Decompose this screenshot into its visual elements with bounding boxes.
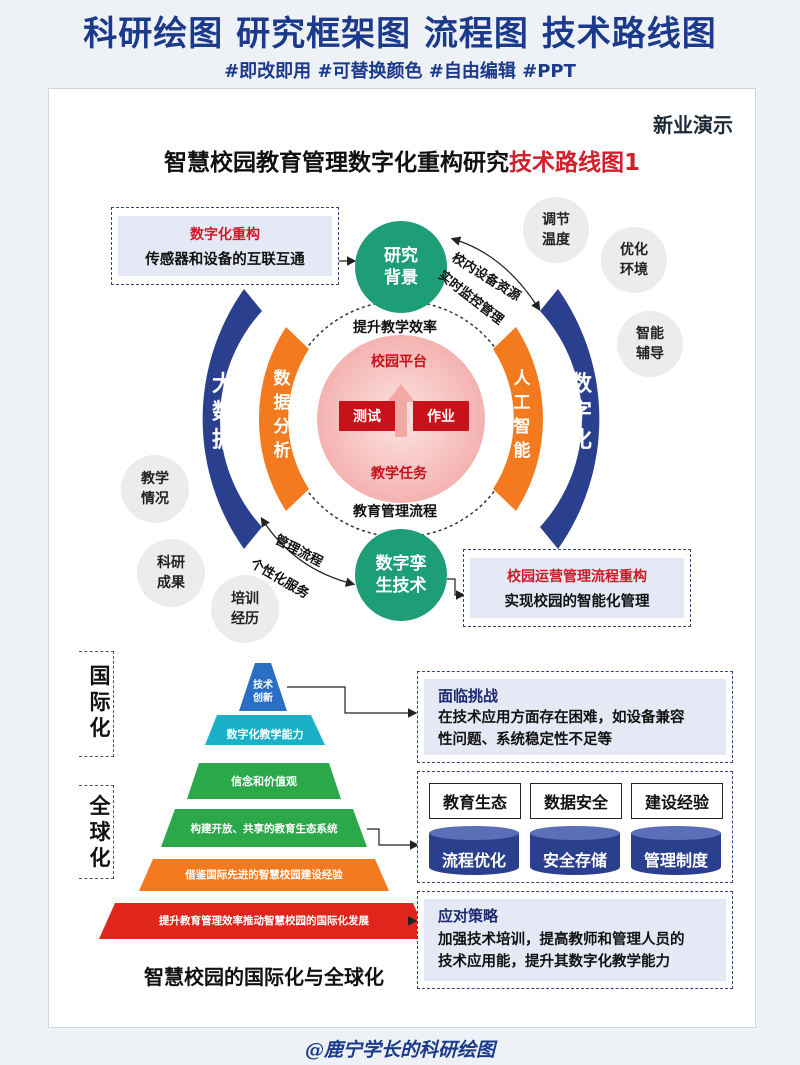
circle-teaching-status: 教学 情况 <box>121 455 189 523</box>
cylinder-3 <box>631 826 721 875</box>
digital-reconstruction-inner: 数字化重构 传感器和设备的互联互通 <box>118 216 332 276</box>
challenge-box: 面临挑战 在技术应用方面存在困难，如设备兼容 性问题、系统稳定性不足等 <box>417 671 733 763</box>
pyramid-level-2-label: 数字化教学能力 <box>226 728 304 741</box>
diagram-card: 新业演示 智慧校园教育管理数字化重构研究技术路线图1 <box>48 88 756 1028</box>
challenge-text: 在技术应用方面存在困难，如设备兼容 性问题、系统稳定性不足等 <box>438 710 685 748</box>
grid-bottom-1: 流程优化 <box>441 851 506 870</box>
campus-operation-text: 实现校园的智能化管理 <box>504 594 650 610</box>
strategy-text: 加强技术培训，提高教师和管理人员的 技术应用能，提升其数字化教学能力 <box>438 932 685 970</box>
pyramid-level-6 <box>99 903 429 939</box>
pyramid-level-2 <box>205 715 325 745</box>
intl-label: 国 际 化 <box>89 664 111 740</box>
digitization-arc <box>540 289 600 549</box>
digitization-label: 数 字 化 <box>569 372 592 453</box>
grid-cylinders <box>429 826 721 875</box>
label-platform: 校园平台 <box>371 354 427 370</box>
pyramid-level-1-label: 技术 创新 <box>253 680 273 704</box>
page-header: 科研绘图 研究框架图 流程图 技术路线图 #即改即用 #可替换颜色 #自由编辑 … <box>0 6 800 83</box>
big-data-arc <box>202 289 262 549</box>
grid-bottom-2: 安全存储 <box>542 851 607 870</box>
pyramid-level-4-label: 构建开放、共享的教育生态系统 <box>190 823 338 835</box>
intl-bracket <box>79 651 114 757</box>
pyramid-level-3-label: 信念和价值观 <box>231 775 297 788</box>
header-tags: #即改即用 #可替换颜色 #自由编辑 #PPT <box>224 61 576 82</box>
pyramid-level-1 <box>239 663 287 711</box>
footer-credit: @鹿宁学长的科研绘图 <box>304 1039 495 1061</box>
challenge-title: 面临挑战 <box>438 687 499 705</box>
grid-bottom-3: 管理制度 <box>643 851 708 870</box>
homework-block: 作业 <box>413 401 469 431</box>
pyramid-graphic <box>99 663 429 939</box>
cylinder-2 <box>530 826 620 875</box>
data-analysis-arc <box>258 327 309 511</box>
connector-top-right <box>450 236 541 312</box>
cylinder-1 <box>429 826 519 875</box>
pyramid-level-6-label: 提升教育管理效率推动智慧校园的国际化发展 <box>159 915 369 927</box>
circle-adjust-temperature: 调节 温度 <box>523 197 589 263</box>
challenge-inner: 面临挑战 在技术应用方面存在困难，如设备兼容 性问题、系统稳定性不足等 <box>424 679 726 755</box>
pyramid-level-5 <box>139 859 389 891</box>
pyramid-caption: 智慧校园的国际化与全球化 <box>144 965 384 989</box>
pyramid-level-4 <box>161 809 367 847</box>
connector-bottom-right <box>447 578 466 600</box>
label-education-process: 教育管理流程 <box>353 504 437 520</box>
global-label: 全 球 化 <box>89 794 111 870</box>
label-improve-efficiency: 提升教学效率 <box>353 320 437 336</box>
circle-smart-tutoring: 智能 辅导 <box>617 311 683 377</box>
pyramid-level-5-label: 借鉴国际先进的智慧校园建设经验 <box>185 869 343 881</box>
circle-training: 培训 经历 <box>211 575 279 643</box>
campus-operation-box: 校园运营管理流程重构 实现校园的智能化管理 <box>463 549 691 627</box>
strategy-box: 应对策略 加强技术培训，提高教师和管理人员的 技术应用能，提升其数字化教学能力 <box>417 891 733 989</box>
grid-top-1: 教育生态 <box>429 783 521 819</box>
strategy-title: 应对策略 <box>438 907 499 925</box>
global-bracket <box>79 785 114 879</box>
main-title-prefix: 智慧校园教育管理数字化重构研究 <box>163 150 509 176</box>
test-block: 测试 <box>339 401 395 431</box>
brand-label: 新业演示 <box>653 113 733 137</box>
header-title: 科研绘图 研究框架图 流程图 技术路线图 <box>83 14 717 54</box>
main-title: 智慧校园教育管理数字化重构研究技术路线图1 <box>49 143 755 177</box>
big-data-label: 大 数 据 <box>211 372 234 453</box>
label-teaching-task: 教学任务 <box>371 466 427 482</box>
grid-top-2: 数据安全 <box>530 783 622 819</box>
digital-reconstruction-title: 数字化重构 <box>190 227 260 243</box>
pyramid-level-3 <box>187 763 341 799</box>
research-background-circle: 研究 背景 <box>355 221 447 313</box>
circle-research-results: 科研 成果 <box>137 539 205 607</box>
digital-twin-circle: 数字孪 生技术 <box>355 529 447 621</box>
circle-optimize-environment: 优化 环境 <box>601 227 667 293</box>
main-title-highlight: 技术路线图1 <box>508 150 640 176</box>
ai-label: 人 工 智 能 <box>513 369 531 461</box>
digital-reconstruction-box: 数字化重构 传感器和设备的互联互通 <box>111 207 339 285</box>
grid-top-3: 建设经验 <box>631 783 723 819</box>
strategy-inner: 应对策略 加强技术培训，提高教师和管理人员的 技术应用能，提升其数字化教学能力 <box>424 899 726 981</box>
ai-arc <box>493 327 544 511</box>
campus-operation-title: 校园运营管理流程重构 <box>507 569 647 585</box>
digital-reconstruction-text: 传感器和设备的互联互通 <box>145 252 305 268</box>
up-arrow-icon <box>387 384 415 437</box>
data-analysis-label: 数 据 分 析 <box>273 369 291 461</box>
campus-operation-inner: 校园运营管理流程重构 实现校园的智能化管理 <box>470 558 684 618</box>
framework-graphic <box>202 236 600 600</box>
connector-bottom-left <box>260 516 356 587</box>
connector-challenge <box>287 686 418 718</box>
connector-grid <box>367 828 420 850</box>
